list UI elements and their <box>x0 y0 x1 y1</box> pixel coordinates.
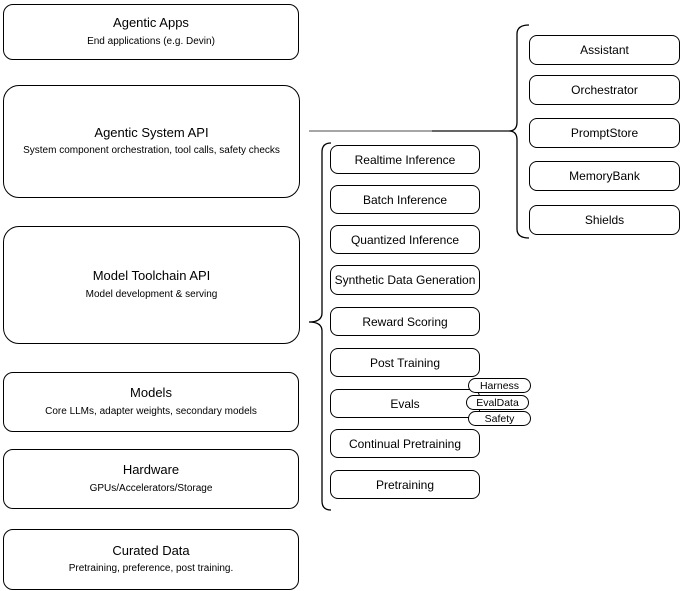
layer-title: Agentic Apps <box>113 15 189 31</box>
layer-subtitle: Model development & serving <box>85 288 218 300</box>
layer-subtitle: Core LLMs, adapter weights, secondary mo… <box>45 405 257 417</box>
pill-evaldata: EvalData <box>466 395 529 410</box>
layer-subtitle: GPUs/Accelerators/Storage <box>89 482 213 494</box>
node-continual-pretraining: Continual Pretraining <box>330 429 480 458</box>
node-promptstore: PromptStore <box>529 118 680 148</box>
pill-harness: Harness <box>468 378 531 393</box>
toolchain-group-brace <box>308 142 332 511</box>
node-batch-inference: Batch Inference <box>330 185 480 214</box>
layer-agentic-system-api: Agentic System API System component orch… <box>3 85 300 198</box>
node-memorybank: MemoryBank <box>529 161 680 191</box>
node-reward-scoring: Reward Scoring <box>330 307 480 336</box>
pill-safety: Safety <box>468 411 531 426</box>
node-synthetic-data-generation: Synthetic Data Generation <box>330 265 480 295</box>
layer-agentic-apps: Agentic Apps End applications (e.g. Devi… <box>3 4 299 60</box>
system-group-brace <box>508 24 530 239</box>
layer-title: Agentic System API <box>94 124 209 140</box>
node-orchestrator: Orchestrator <box>529 75 680 105</box>
node-quantized-inference: Quantized Inference <box>330 225 480 254</box>
layer-subtitle: End applications (e.g. Devin) <box>87 35 215 47</box>
layer-subtitle: System component orchestration, tool cal… <box>23 145 280 157</box>
layer-title: Models <box>130 385 172 401</box>
node-evals: Evals <box>330 389 480 418</box>
layer-curated-data: Curated Data Pretraining, preference, po… <box>3 529 299 590</box>
layer-model-toolchain-api: Model Toolchain API Model development & … <box>3 226 300 344</box>
node-shields: Shields <box>529 205 680 235</box>
layer-hardware: Hardware GPUs/Accelerators/Storage <box>3 449 299 509</box>
layer-title: Curated Data <box>112 542 190 558</box>
layer-models: Models Core LLMs, adapter weights, secon… <box>3 372 299 432</box>
node-realtime-inference: Realtime Inference <box>330 145 480 174</box>
layer-subtitle: Pretraining, preference, post training. <box>68 563 234 575</box>
node-post-training: Post Training <box>330 348 480 377</box>
node-pretraining: Pretraining <box>330 470 480 499</box>
layer-title: Model Toolchain API <box>92 268 211 284</box>
layer-title: Hardware <box>122 462 180 478</box>
node-assistant: Assistant <box>529 35 680 65</box>
